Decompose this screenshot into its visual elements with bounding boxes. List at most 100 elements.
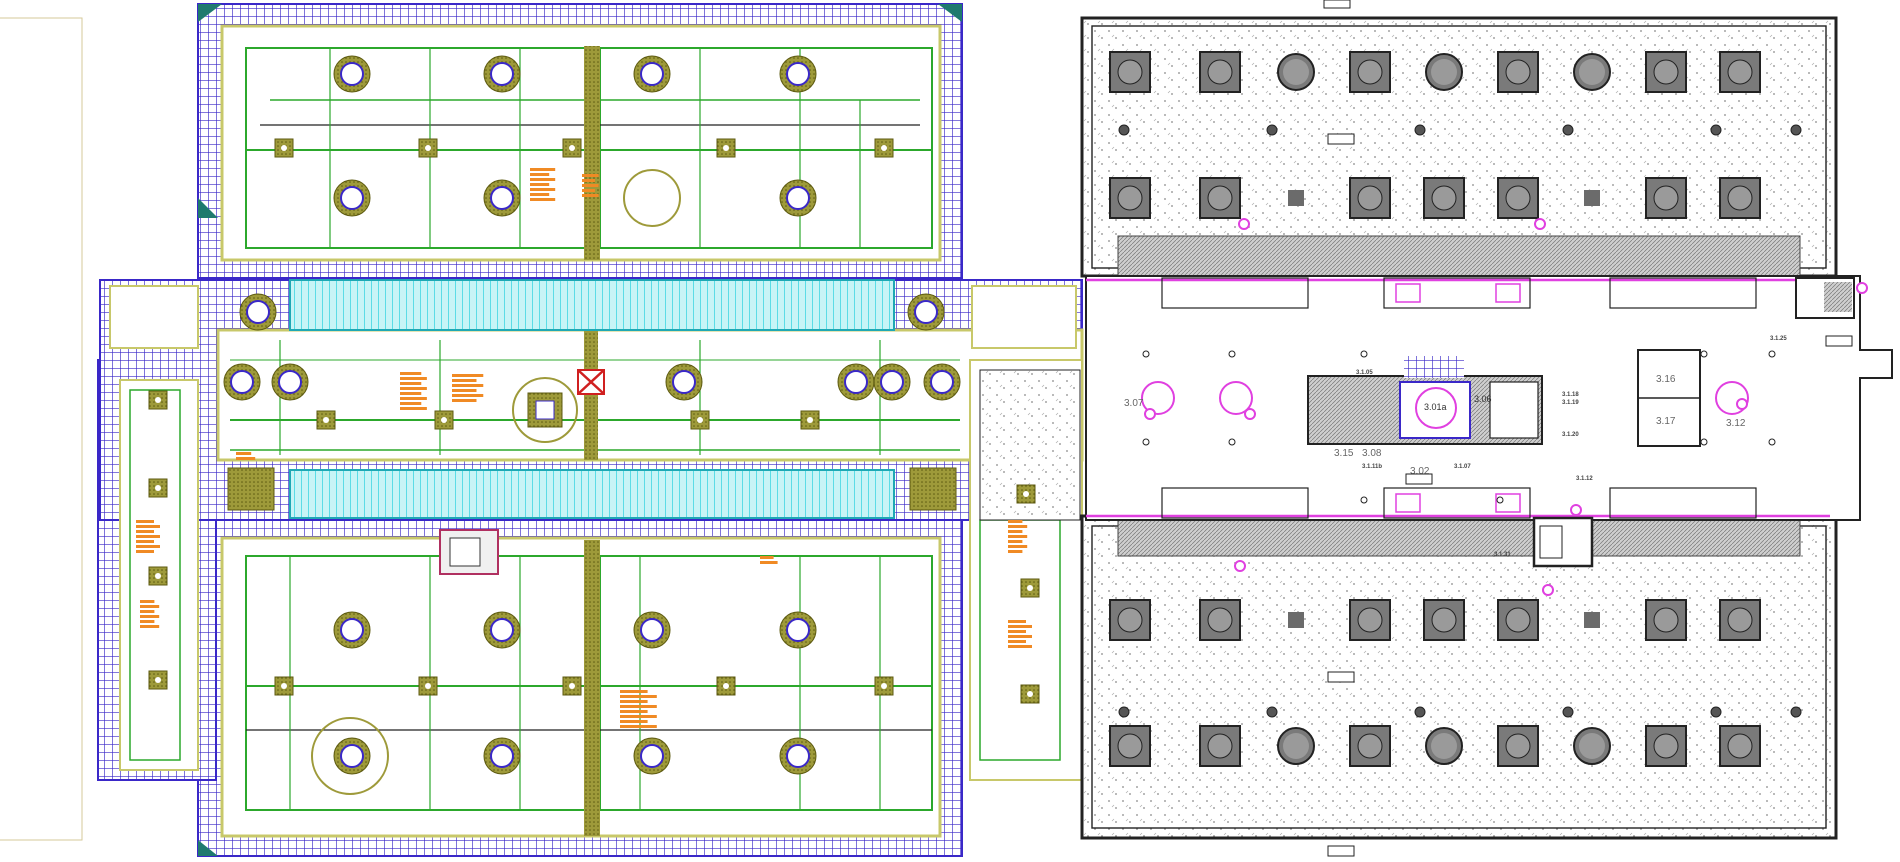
square-planter-icon <box>418 138 438 158</box>
square-planter-icon <box>1020 684 1040 704</box>
hall-column <box>1768 350 1776 358</box>
roof-pillar <box>1199 177 1241 219</box>
roof-pillar <box>1573 727 1611 765</box>
roof-pillar <box>1719 51 1761 93</box>
drain-point <box>1414 706 1426 718</box>
square-planter-icon <box>1020 578 1040 598</box>
tree-planter-icon <box>837 363 875 401</box>
roof-pillar <box>1349 599 1391 641</box>
tree-planter-icon <box>333 737 371 775</box>
square-planter-icon <box>418 676 438 696</box>
removal-marker <box>577 369 605 395</box>
orange-note <box>530 168 556 201</box>
drain-point <box>1414 124 1426 136</box>
magenta-marker <box>1234 560 1246 572</box>
drain-point <box>1266 124 1278 136</box>
drain-point <box>1710 706 1722 718</box>
tree-planter-icon <box>873 363 911 401</box>
square-planter-icon <box>1016 484 1036 504</box>
tree-planter-icon <box>483 611 521 649</box>
orange-note <box>236 452 256 460</box>
drain-point <box>1266 706 1278 718</box>
drain-point <box>1790 706 1802 718</box>
magenta-marker <box>1542 584 1554 596</box>
tree-planter-icon <box>333 179 371 217</box>
orange-note <box>400 372 427 410</box>
roof-pillar <box>1719 177 1761 219</box>
hall-column <box>1768 438 1776 446</box>
annotation-notes <box>136 168 1032 728</box>
orange-note <box>1008 520 1028 553</box>
orange-note <box>140 600 160 628</box>
magenta-marker <box>1238 218 1250 230</box>
magenta-marker <box>1736 398 1748 410</box>
shaft-tag: 3.1.07 <box>1454 464 1471 470</box>
roof-pillar <box>1497 599 1539 641</box>
room-label-316: 3.16 <box>1656 374 1676 385</box>
tree-planter-icon <box>907 293 945 331</box>
right-plan: 3.07 3.12 3.16 3.17 3.15 3.08 3.02 3.01a… <box>1080 0 1893 857</box>
roof-pillar <box>1719 599 1761 641</box>
roof-pillar <box>1199 725 1241 767</box>
square-planters <box>148 138 1040 704</box>
orange-note <box>582 174 599 197</box>
tree-planter-icon <box>483 179 521 217</box>
escalator-top[interactable] <box>289 279 895 331</box>
drain-point <box>1118 124 1130 136</box>
roof-pillar <box>1645 725 1687 767</box>
square-planter-icon <box>274 138 294 158</box>
magenta-marker <box>1244 408 1256 420</box>
hall-column <box>1228 350 1236 358</box>
square-planter-icon <box>148 566 168 586</box>
lower-roof <box>1080 514 1838 840</box>
tree-planter-icon <box>633 55 671 93</box>
round-planter <box>512 377 578 443</box>
roof-pillar <box>1497 51 1539 93</box>
escalator-bottom[interactable] <box>289 469 895 519</box>
shaft-tag: 3.1.11b <box>1362 464 1382 470</box>
tree-planter-icon <box>779 55 817 93</box>
square-planter-icon <box>800 410 820 430</box>
square-planter-icon <box>434 410 454 430</box>
tree-planter-icon <box>633 737 671 775</box>
roof-pillar <box>1349 51 1391 93</box>
square-planter-icon <box>562 138 582 158</box>
square-planter-icon <box>716 676 736 696</box>
hall-column <box>1700 438 1708 446</box>
tree-planter-icon <box>633 611 671 649</box>
tree-planter-icon <box>779 611 817 649</box>
tree-planter-icon <box>239 293 277 331</box>
orange-note <box>760 556 778 564</box>
square-planter-icon <box>148 670 168 690</box>
roof-pillar <box>1199 599 1241 641</box>
square-planter-icon <box>316 410 336 430</box>
roof-pillar <box>1109 599 1151 641</box>
planter-strip <box>584 540 600 836</box>
hall-column <box>1360 350 1368 358</box>
shaft-tag: 3.1.20 <box>1562 432 1579 438</box>
square-planter-icon <box>874 138 894 158</box>
right-top-room <box>971 285 1077 349</box>
shaft-tag: 3.1.18 <box>1562 392 1579 398</box>
hall-column <box>1142 438 1150 446</box>
drain-point <box>1562 124 1574 136</box>
room-label-302: 3.02 <box>1410 466 1430 477</box>
lower-roof-edge <box>1117 515 1801 557</box>
square-planter-icon <box>562 676 582 696</box>
square-planter-icon <box>716 138 736 158</box>
hall-column <box>1142 350 1150 358</box>
corner-planter <box>909 467 957 511</box>
tree-planter-icon <box>779 737 817 775</box>
roof-pillar <box>1349 177 1391 219</box>
room-label-301a: 3.01a <box>1424 402 1447 412</box>
guide-line <box>0 17 83 841</box>
magenta-marker <box>1534 218 1546 230</box>
tree-planter-icon <box>271 363 309 401</box>
upper-roof-edge <box>1117 235 1801 277</box>
roof-pillar <box>1288 190 1304 206</box>
room-label-317: 3.17 <box>1656 416 1676 427</box>
corner-marker <box>198 840 218 856</box>
roof-pillar <box>1109 51 1151 93</box>
roof-pillar <box>1277 727 1315 765</box>
